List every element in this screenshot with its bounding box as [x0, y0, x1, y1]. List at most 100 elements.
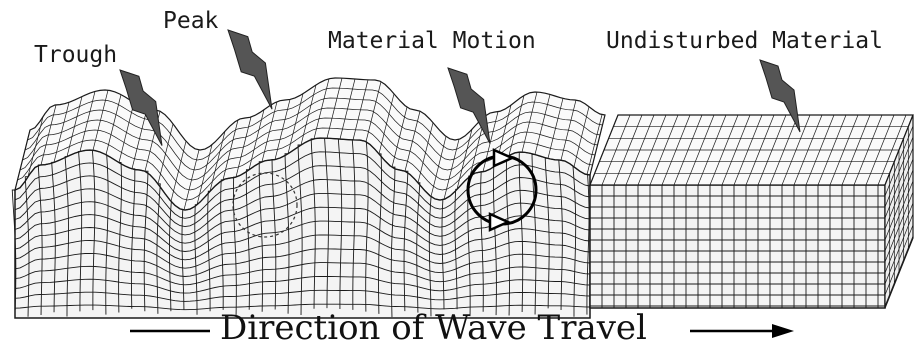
mesh-line: [378, 93, 395, 154]
peak-label: Peak: [163, 8, 219, 34]
mesh-line: [183, 149, 200, 211]
mesh-line: [196, 144, 213, 205]
mesh-line: [351, 139, 356, 310]
mesh-line: [170, 141, 187, 202]
mesh-line: [14, 179, 591, 236]
mesh-line: [508, 95, 525, 156]
dashed-motion-circle: [232, 172, 298, 238]
mesh-line: [324, 137, 329, 309]
mesh-line: [547, 98, 564, 159]
mesh-line: [404, 111, 421, 172]
mesh-line: [19, 117, 596, 191]
mesh-line: [14, 129, 31, 191]
mesh-line: [544, 157, 550, 309]
direction-of-wave-travel-caption: Direction of Wave Travel: [220, 308, 647, 348]
mesh-line: [403, 170, 409, 312]
mesh-line: [352, 79, 369, 140]
mesh-line: [287, 93, 304, 154]
undisturbed-block: [589, 114, 914, 309]
mesh-line: [480, 171, 484, 312]
circular-arrow-icon: [466, 148, 538, 232]
mesh-line: [391, 107, 408, 168]
mesh-line: [284, 153, 290, 314]
mesh-line: [441, 198, 445, 310]
mesh-line: [222, 119, 239, 180]
mesh-line: [22, 107, 598, 181]
mesh-line: [430, 136, 447, 197]
pointer-arrows: [119, 29, 801, 146]
mesh-line: [157, 123, 174, 184]
mesh-line: [443, 139, 460, 200]
mesh-line: [79, 91, 96, 152]
lightning-arrow-icon: [119, 69, 163, 146]
mesh-line: [27, 87, 603, 161]
mesh-line: [14, 303, 591, 311]
mesh-line: [258, 161, 264, 312]
mesh-line: [416, 182, 421, 313]
mesh-line: [586, 114, 603, 175]
mesh-line: [456, 129, 473, 190]
mesh-line: [14, 248, 591, 277]
mesh-line: [572, 166, 577, 317]
lightning-arrow-icon: [227, 29, 273, 110]
mesh-line: [64, 156, 69, 317]
mesh-line: [37, 164, 43, 315]
mesh-line: [521, 91, 538, 153]
mesh-line: [14, 192, 591, 244]
mesh-line: [14, 262, 591, 286]
lightning-arrow-icon: [759, 59, 801, 133]
mesh-line: [53, 102, 70, 163]
mesh-line: [274, 99, 291, 160]
mesh-line: [14, 165, 591, 228]
trough-label: Trough: [34, 42, 118, 68]
mesh-line: [14, 276, 591, 294]
mesh-line: [209, 131, 226, 192]
mesh-line: [261, 101, 278, 162]
mesh-line: [518, 151, 524, 313]
mesh-line: [27, 116, 44, 177]
mesh-line: [534, 94, 551, 155]
mesh-line: [378, 153, 382, 314]
mesh-line: [300, 84, 317, 146]
mesh-line: [14, 151, 591, 219]
mesh-line: [156, 183, 161, 314]
mesh-line: [24, 97, 601, 171]
mesh-line: [14, 234, 591, 269]
mesh-line: [14, 220, 591, 261]
material-motion-label: Material Motion: [328, 28, 536, 54]
mesh-line: [558, 159, 563, 311]
mesh-line: [326, 78, 343, 139]
mesh-line: [92, 90, 109, 151]
mesh-line: [417, 122, 434, 183]
mesh-line: [560, 99, 577, 161]
mesh-line: [493, 164, 497, 316]
mesh-line: [51, 161, 56, 313]
mesh-line: [91, 149, 96, 311]
mesh-line: [573, 106, 590, 167]
mesh-line: [131, 108, 148, 169]
mesh-line: [313, 78, 330, 139]
mesh-line: [105, 154, 109, 315]
mesh-line: [339, 78, 356, 140]
mesh-line: [235, 116, 252, 178]
lightning-arrow-icon: [447, 67, 491, 144]
mesh-line: [365, 141, 369, 312]
mesh-line: [337, 138, 343, 310]
mesh-line: [365, 81, 382, 142]
mesh-line: [118, 162, 122, 313]
mesh-line: [40, 104, 57, 166]
right-arrow-icon: [690, 324, 794, 338]
mesh-line: [271, 159, 277, 310]
mesh-line: [105, 94, 122, 155]
mesh-line: [310, 138, 316, 309]
undisturbed-material-label: Undisturbed Material: [606, 28, 883, 54]
mesh-line: [245, 169, 250, 310]
mesh-line: [66, 96, 83, 157]
mesh-line: [390, 166, 396, 318]
mesh-line: [143, 170, 149, 312]
wavy-mesh-block: [11, 77, 606, 319]
undisturbed-front-face: [589, 184, 886, 309]
mesh-line: [586, 174, 590, 315]
mesh-line: [181, 209, 185, 310]
